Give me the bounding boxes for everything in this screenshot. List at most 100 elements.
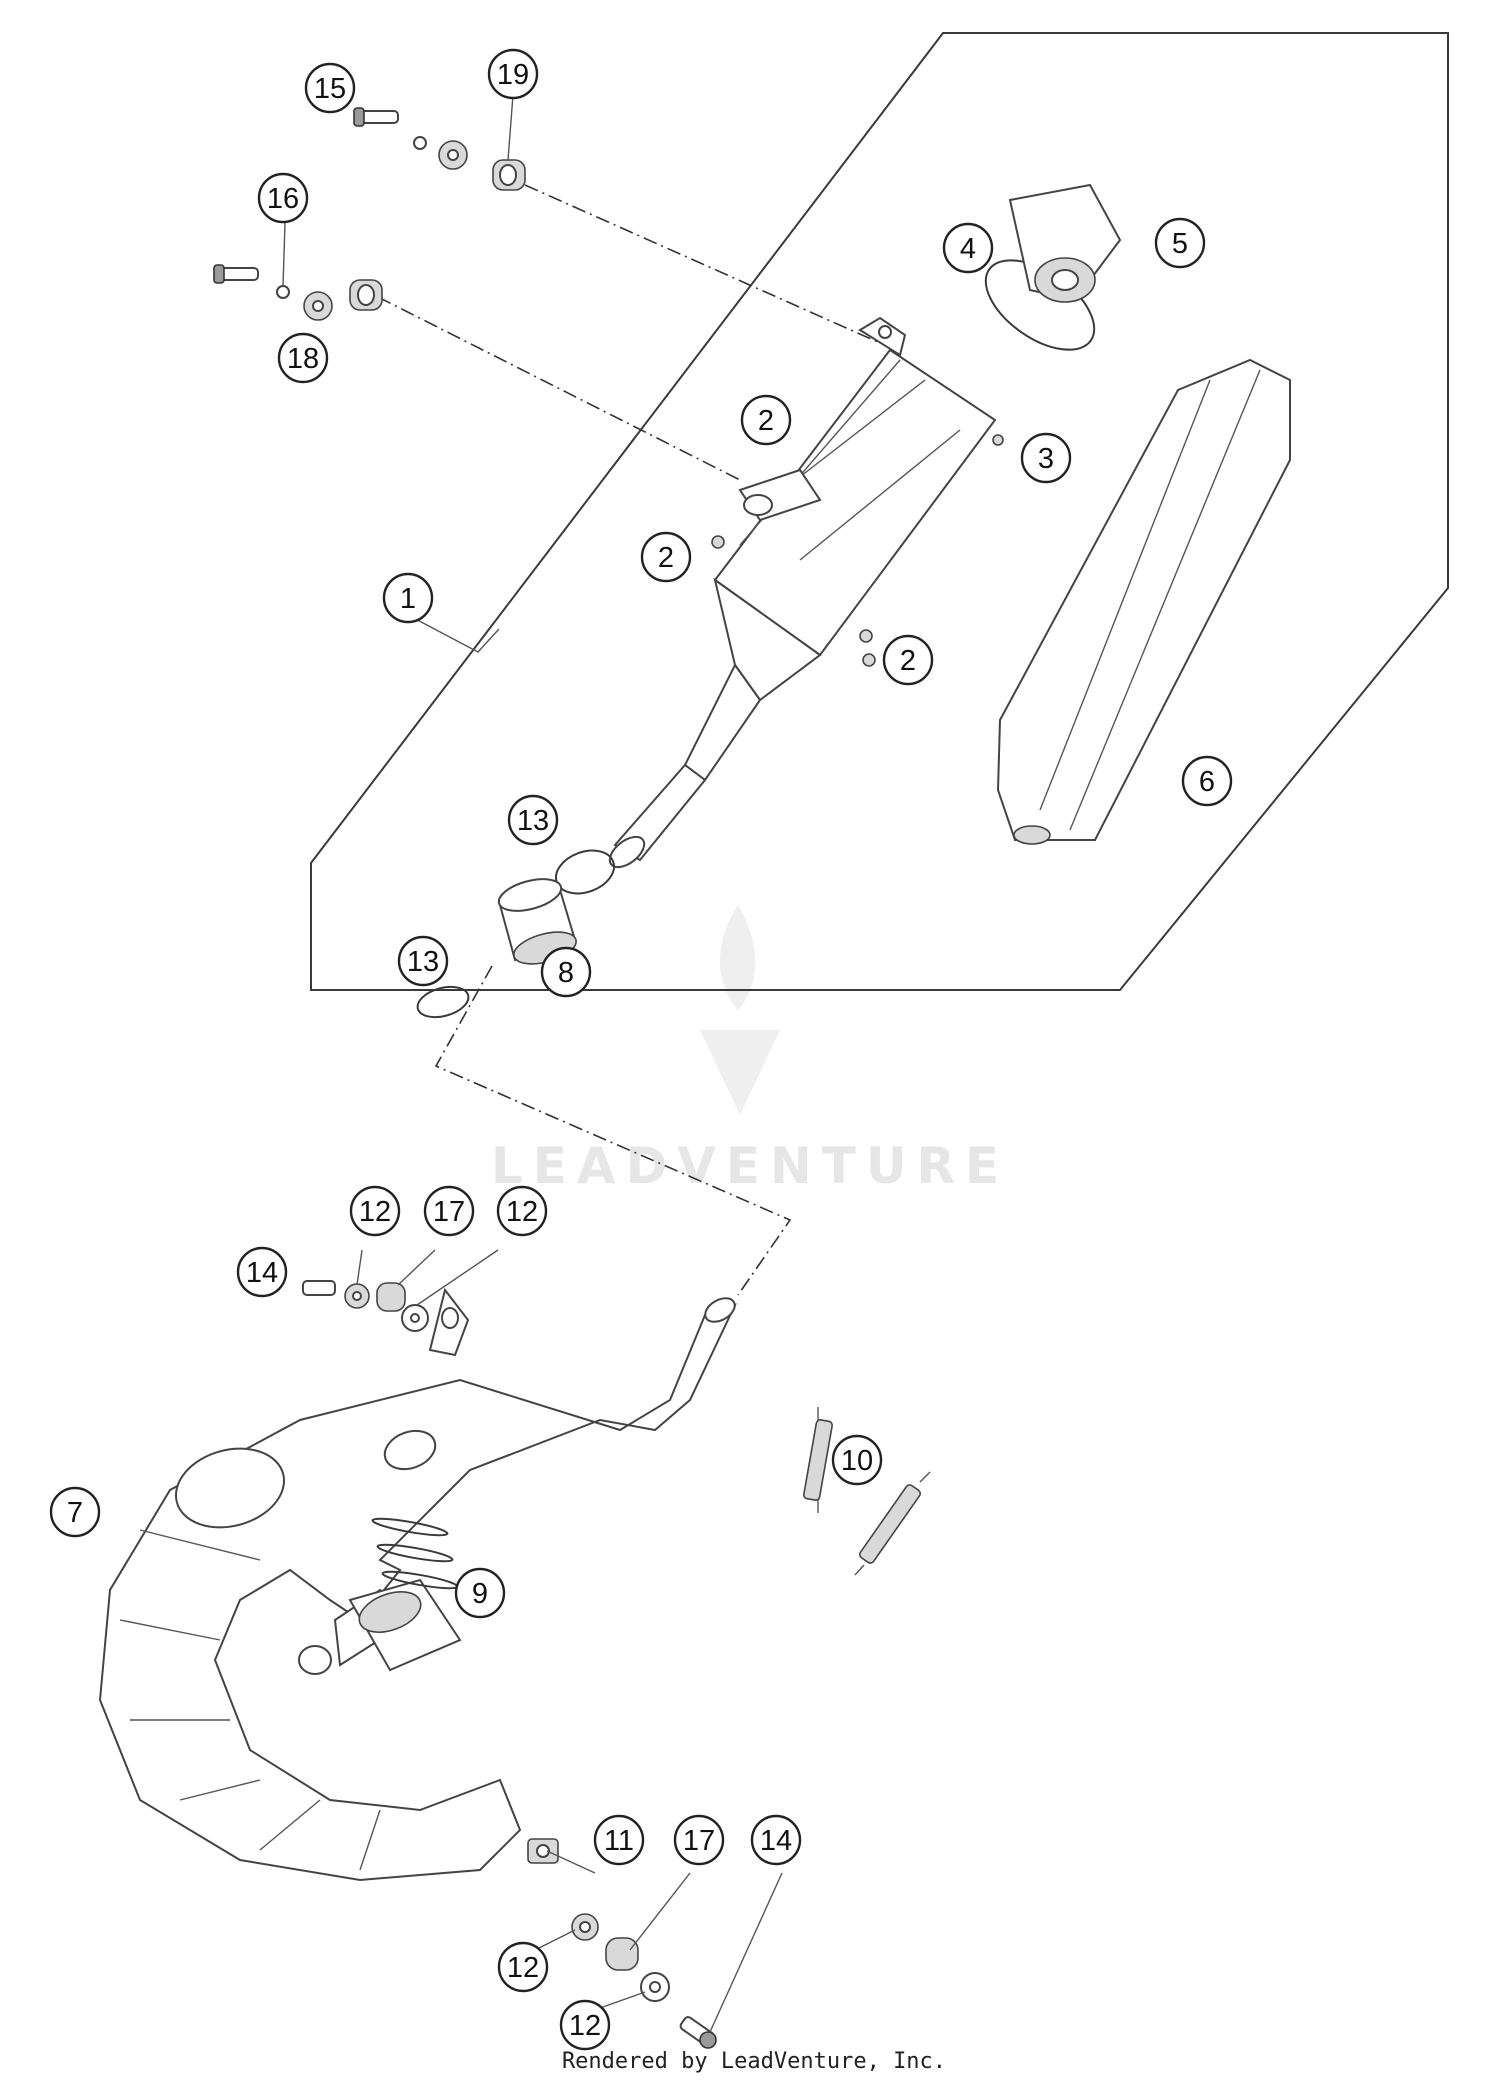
callout-label: 12 [359,1196,391,1228]
callout-12[interactable]: 12 [496,1185,548,1237]
callout-circle [496,1185,548,1237]
callout-label: 13 [407,946,439,978]
callout-label: 1 [400,583,416,615]
spring-washer [413,136,427,150]
screw-2-right-a [859,629,873,643]
callout-14[interactable]: 14 [750,1814,802,1866]
gasket-13-lower [416,985,470,1019]
callout-circle [423,1185,475,1237]
callout-12[interactable]: 12 [497,1941,549,1993]
callout-label: 3 [1038,443,1054,475]
callout-4[interactable]: 4 [942,222,994,274]
callout-12[interactable]: 12 [559,1999,611,2051]
callout-circle [304,62,356,114]
callout-15[interactable]: 15 [304,62,356,114]
callout-circle [1154,217,1206,269]
callout-14[interactable]: 14 [236,1246,288,1298]
callout-label: 13 [517,805,549,837]
callout-5[interactable]: 5 [1154,217,1206,269]
screw-2-mid [711,535,725,549]
header-pipe-7 [98,1287,737,1882]
callout-circle [640,531,692,583]
callout-circle [559,1999,611,2051]
callout-label: 6 [1199,766,1215,798]
callout-circle [740,394,792,446]
callout-7[interactable]: 7 [49,1486,101,1538]
callout-6[interactable]: 6 [1181,755,1233,807]
callout-18[interactable]: 18 [277,332,329,384]
callout-label: 14 [246,1257,278,1289]
silencer-sleeve-6 [996,358,1291,841]
callout-circle [236,1246,288,1298]
upper-mount-hardware [213,107,526,321]
screw-2-right-b [862,653,876,667]
callout-12[interactable]: 12 [349,1185,401,1237]
footer-credit: Rendered by LeadVenture, Inc. [562,2049,946,2074]
middle-mount-hardware [302,1280,429,1332]
watermark-flame-icon [719,905,756,1010]
callout-label: 5 [1172,228,1188,260]
callout-label: 11 [604,1825,634,1857]
callout-circle [593,1814,645,1866]
callout-label: 19 [497,59,529,91]
callout-17[interactable]: 17 [423,1185,475,1237]
callout-label: 2 [658,542,674,574]
callout-label: 17 [683,1825,715,1857]
callout-label: 12 [507,1952,539,1984]
callout-label: 8 [558,957,574,989]
lower-mount-hardware [527,1838,717,2049]
callout-label: 7 [67,1497,83,1529]
callout-circle [257,172,309,224]
bolt-14-upper [302,1280,336,1296]
callout-2[interactable]: 2 [740,394,792,446]
callout-label: 2 [758,405,774,437]
callout-label: 9 [472,1578,488,1610]
seal-9-a [371,1517,449,1537]
leadventure-watermark: LEADVENTURE [491,905,999,1195]
callout-circle [673,1814,725,1866]
callout-circle [1181,755,1233,807]
callout-circle [1020,432,1072,484]
callout-13[interactable]: 13 [507,794,559,846]
grommet-17-b [605,1937,639,1971]
callout-circle [454,1567,506,1619]
callout-label: 14 [760,1825,792,1857]
callout-label: 15 [314,73,346,105]
callout-17[interactable]: 17 [673,1814,725,1866]
callout-2[interactable]: 2 [640,531,692,583]
spring-washer-16 [276,285,290,299]
bolt-15-head [353,107,365,127]
assembly-line-pipe [434,965,792,1296]
seal-9-b [376,1543,454,1563]
callout-10[interactable]: 10 [831,1434,883,1486]
callout-circle [882,634,934,686]
callout-circle [277,332,329,384]
callout-19[interactable]: 19 [487,48,539,100]
grommet-17-a [376,1282,406,1312]
silencer-body [608,316,997,869]
callout-label: 12 [569,2010,601,2042]
screw-3 [992,434,1004,446]
springs-10 [803,1407,931,1576]
callout-2[interactable]: 2 [882,634,934,686]
callout-circle [382,572,434,624]
callout-label: 10 [841,1445,873,1477]
callout-label: 2 [900,645,916,677]
callout-16[interactable]: 16 [257,172,309,224]
callout-circle [942,222,994,274]
callout-11[interactable]: 11 [593,1814,645,1866]
callout-8[interactable]: 8 [540,946,592,998]
assembly-line-upper [524,184,881,344]
callout-13[interactable]: 13 [397,935,449,987]
callout-label: 12 [506,1196,538,1228]
callout-3[interactable]: 3 [1020,432,1072,484]
callout-9[interactable]: 9 [454,1567,506,1619]
callout-label: 4 [960,233,976,265]
callout-circle [831,1434,883,1486]
callout-circle [497,1941,549,1993]
callout-circle [397,935,449,987]
callout-1[interactable]: 1 [382,572,434,624]
